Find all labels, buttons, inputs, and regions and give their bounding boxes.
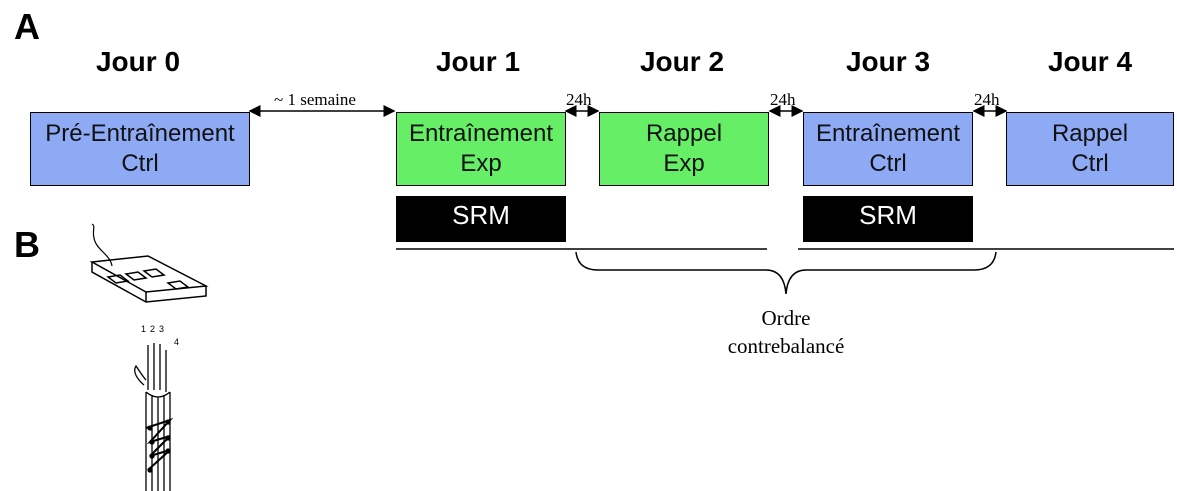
session-condition: Exp (663, 150, 705, 177)
panel-label-a: A (14, 6, 40, 47)
gap-label-24h-2: 24h (770, 90, 796, 109)
panel-label-b: B (14, 224, 40, 265)
gap-label-24h-1: 24h (566, 90, 592, 109)
srm-block-day1: SRM (396, 196, 566, 242)
session-box-pre-training: Pré-Entraînement Ctrl (30, 112, 250, 186)
session-label: Rappel (645, 120, 723, 147)
session-box-training-ctrl: Entraînement Ctrl (803, 112, 973, 186)
response-box-illustration (89, 223, 209, 303)
session-condition: Ctrl (121, 150, 159, 177)
day-3-header: Jour 3 (845, 46, 931, 77)
day-4-header: Jour 4 (1047, 46, 1133, 77)
gap-label-week: ~ 1 semaine (274, 90, 356, 109)
session-label: Entraînement (408, 120, 554, 147)
gap-label-24h-3: 24h (974, 90, 1000, 109)
session-condition: Exp (460, 150, 502, 177)
session-label: Rappel (1051, 120, 1129, 147)
session-box-recall-exp: Rappel Exp (599, 112, 769, 186)
session-label: Pré-Entraînement (45, 120, 235, 147)
finger-number-2: 2 (150, 324, 156, 334)
finger-number-4: 4 (174, 337, 180, 347)
day-0-header: Jour 0 (95, 46, 181, 77)
session-condition: Ctrl (1071, 150, 1109, 177)
day-1-header: Jour 1 (435, 46, 521, 77)
counterbalance-brace (575, 251, 997, 295)
order-line-2: contrebalancé (727, 334, 845, 358)
session-label: Entraînement (815, 120, 961, 147)
day-2-header: Jour 2 (639, 46, 725, 77)
session-box-recall-ctrl: Rappel Ctrl (1006, 112, 1174, 186)
srm-block-day3: SRM (803, 196, 973, 242)
counterbalanced-order-label: Ordre contrebalancé (700, 304, 872, 360)
finger-number-3: 3 (159, 324, 165, 334)
hand-illustration (134, 343, 174, 491)
finger-number-1: 1 (141, 324, 147, 334)
session-condition: Ctrl (869, 150, 907, 177)
order-line-1: Ordre (761, 306, 811, 330)
session-box-training-exp: Entraînement Exp (396, 112, 566, 186)
